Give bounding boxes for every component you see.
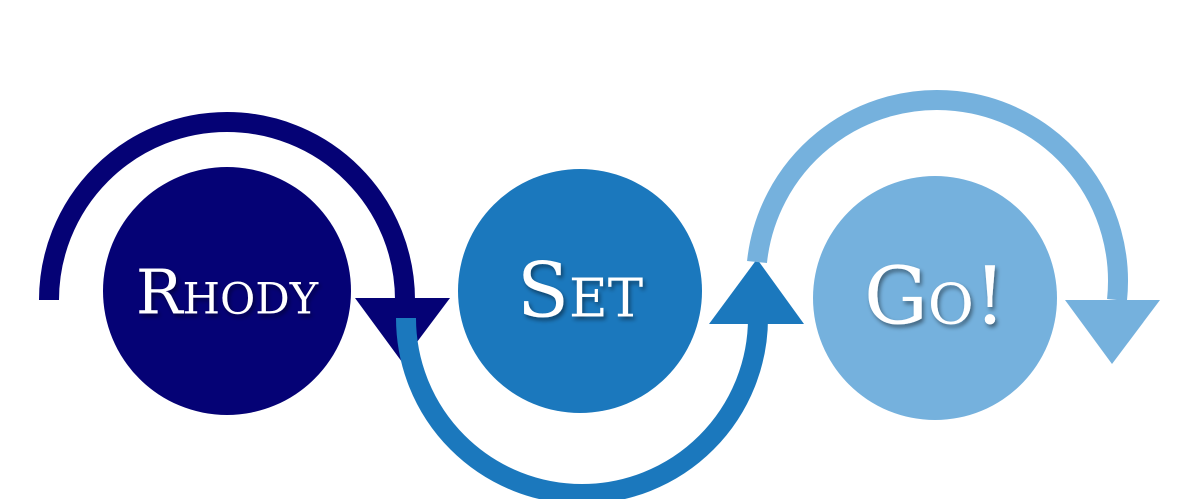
step-circle-rhody [103, 167, 351, 415]
step-label-rhody: Rhody [136, 256, 319, 329]
arrowhead-up-set [709, 259, 804, 324]
step-circle-set [458, 169, 702, 413]
arc-go-over [747, 90, 1128, 302]
arrowhead-down-go [1065, 300, 1160, 364]
step-label-go: Go! [864, 250, 1006, 343]
arc-set-under [396, 317, 768, 499]
step-circle-go [813, 176, 1057, 420]
step-label-set: Set [517, 246, 643, 335]
arc-rhody-over [39, 112, 415, 301]
